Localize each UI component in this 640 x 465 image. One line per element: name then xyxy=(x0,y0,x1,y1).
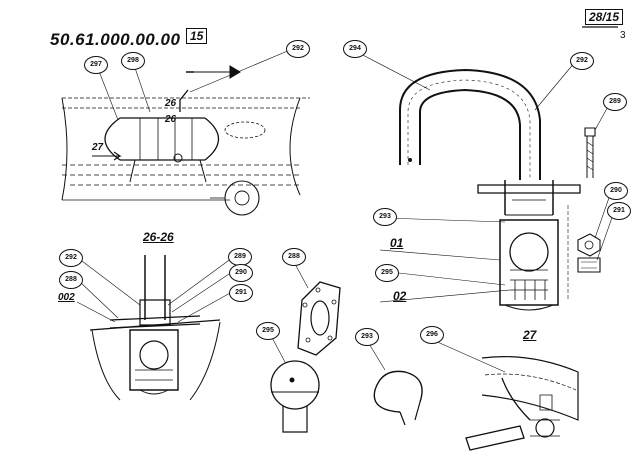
part-288-flange-plate xyxy=(293,261,341,356)
callout-298: 298 xyxy=(121,52,145,70)
page-reference: 28/15 xyxy=(585,9,624,25)
section-title-26-26: 26-26 xyxy=(143,230,174,244)
label-01: 01 xyxy=(390,236,404,250)
callout-293-right: 293 xyxy=(373,208,397,226)
cut-mark-26-lower: 26 xyxy=(165,114,177,125)
label-02: 02 xyxy=(393,289,407,303)
page-number: 3 xyxy=(620,30,626,41)
callout-292-section: 292 xyxy=(59,249,83,267)
part-293-snap-ring xyxy=(367,341,423,426)
callout-292-top: 292 xyxy=(286,40,310,58)
callout-288-section: 288 xyxy=(59,271,83,289)
section-26-26-view xyxy=(76,255,233,401)
callout-290-section: 290 xyxy=(229,264,253,282)
callout-288-detail: 288 xyxy=(282,248,306,266)
callout-293-detail: 293 xyxy=(355,328,379,346)
callout-296: 296 xyxy=(420,326,444,344)
section-title-27: 27 xyxy=(523,328,537,342)
callout-295-right: 295 xyxy=(375,264,399,282)
callout-289-right: 289 xyxy=(603,93,627,111)
callout-297: 297 xyxy=(84,56,108,74)
callout-291-section: 291 xyxy=(229,284,253,302)
view-mark-27: 27 xyxy=(92,142,104,153)
sheet-label: 15 xyxy=(186,28,208,44)
callout-292-right: 292 xyxy=(570,52,594,70)
tank-assembly-view xyxy=(61,49,310,216)
callout-295-detail: 295 xyxy=(256,322,280,340)
view-27-hose-detail xyxy=(432,339,579,451)
document-number: 50.61.000.00.00 xyxy=(50,30,181,49)
filler-pipe-view xyxy=(356,51,615,311)
callout-291-right: 291 xyxy=(607,202,631,220)
part-295-ball xyxy=(267,329,320,433)
callout-290-right: 290 xyxy=(604,182,628,200)
cut-mark-26-upper: 26 xyxy=(165,98,177,109)
label-002: 002 xyxy=(58,292,75,303)
callout-294: 294 xyxy=(343,40,367,58)
callout-289-section: 289 xyxy=(228,248,252,266)
